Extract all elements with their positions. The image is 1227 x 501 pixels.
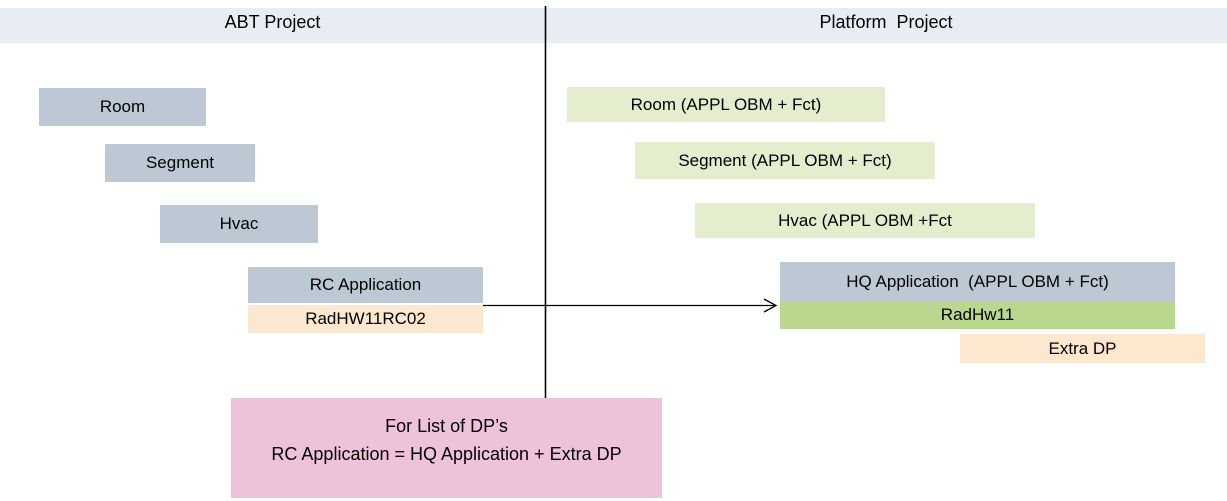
note-line2: RC Application = HQ Application + Extra … xyxy=(271,444,622,464)
box-segment-abt: Segment xyxy=(105,144,255,182)
note-box: For List of DP’s RC Application = HQ App… xyxy=(231,398,662,498)
box-radhw11-platform: RadHw11 xyxy=(780,301,1175,329)
column-title-platform-project: Platform Project xyxy=(819,12,953,32)
mapping-arrow-head-icon xyxy=(763,298,778,313)
box-rc-application-abt: RC Application xyxy=(248,267,483,303)
column-title-abt-project: ABT Project xyxy=(224,12,321,32)
box-radhw11rc02-abt: RadHW11RC02 xyxy=(248,305,483,333)
box-hq-application-platform: HQ Application (APPL OBM + Fct) xyxy=(780,262,1175,301)
header-band xyxy=(0,8,1227,43)
box-extra-dp-platform: Extra DP xyxy=(960,334,1205,363)
box-hvac-abt: Hvac xyxy=(160,205,318,243)
box-room-abt: Room xyxy=(39,88,206,126)
box-segment-platform: Segment (APPL OBM + Fct) xyxy=(635,142,935,179)
box-hvac-platform: Hvac (APPL OBM +Fct xyxy=(695,203,1035,238)
note-line1: For List of DP’s xyxy=(385,416,508,436)
box-room-platform: Room (APPL OBM + Fct) xyxy=(567,87,885,122)
